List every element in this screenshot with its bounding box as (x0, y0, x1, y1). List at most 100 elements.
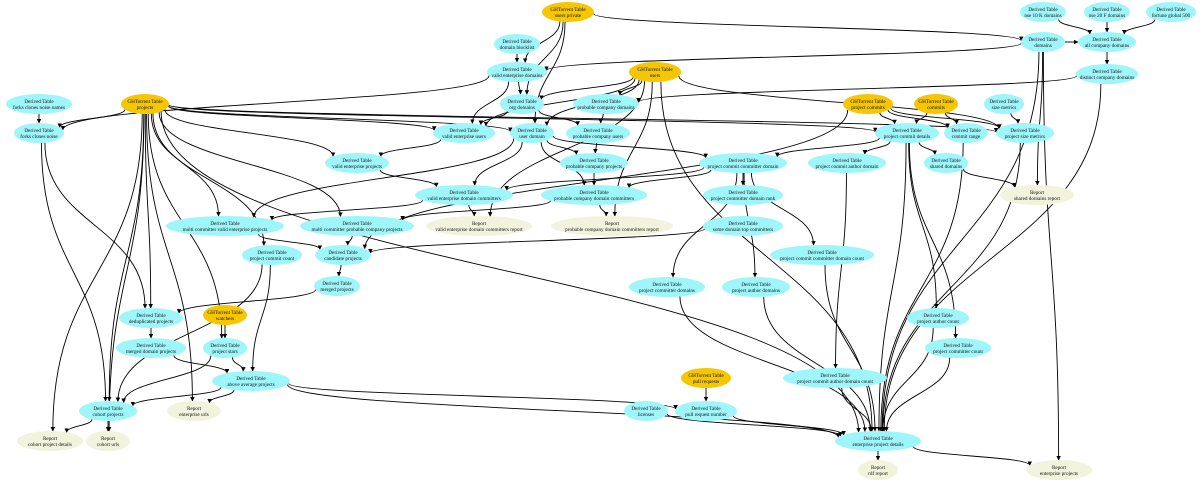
node-shape-above_average_projects (212, 371, 290, 391)
node-type-label: GHTorrent Table (550, 7, 586, 13)
node-name-label: nse 10 K domains (1024, 13, 1061, 19)
node-shape-rdf_report (858, 460, 898, 480)
node-name-label: pull request number (685, 412, 727, 418)
node-type-label: Report (43, 436, 58, 442)
node-name-label: enterprise project details (853, 442, 904, 448)
node-type-label: GHTorrent Table (127, 99, 163, 105)
node-type-label: GHTorrent Table (637, 67, 673, 73)
edge-valid_enterprise_domain_committers-to-multi_committer_valid_enterprise_projects (269, 199, 424, 221)
edge-project_commits-to-commit_range (887, 109, 950, 128)
node-shape-nse_10k (1020, 2, 1066, 22)
edge-valid_enterprise_users-to-valid_enterprise_projects (378, 139, 442, 157)
node-shape-project_author_domain (808, 153, 886, 173)
node-shape-probable_company_domains (573, 94, 639, 114)
node-type-label: Derived Table (863, 436, 893, 442)
node-type-label: Derived Table (24, 128, 54, 134)
node-type-label: Derived Table (342, 221, 372, 227)
node-name-label: deduplicated projects (129, 319, 173, 325)
node-shape-project_commit_count (242, 245, 302, 265)
node-shape-valid_enterprise_projects (325, 153, 389, 173)
node-shape-probable_company_users (566, 123, 630, 143)
node-name-label: shared domains (930, 164, 962, 170)
node-shape-users (629, 62, 681, 82)
node-type-label: Derived Table (652, 282, 682, 288)
node-type-label: Derived Table (691, 406, 721, 412)
edge-nse_10k-to-all_company_domains (1058, 19, 1093, 35)
node-name-label: project author domains (732, 288, 780, 294)
node-name-label: valid enterprise domain committers (427, 196, 501, 202)
node-type-label: Derived Table (257, 250, 287, 256)
node-type-label: Derived Table (1156, 7, 1186, 13)
node-type-label: Derived Table (1092, 37, 1122, 43)
node-name-label: forks clones noise names (13, 104, 65, 111)
node-type-label: GHTorrent Table (918, 99, 954, 105)
node-name-label: valid enterprise domains (492, 73, 543, 79)
node-name-label: some domain top committers (713, 227, 773, 233)
node-name-label: licenses (638, 412, 654, 418)
node-shape-candidate_projects (315, 245, 371, 265)
